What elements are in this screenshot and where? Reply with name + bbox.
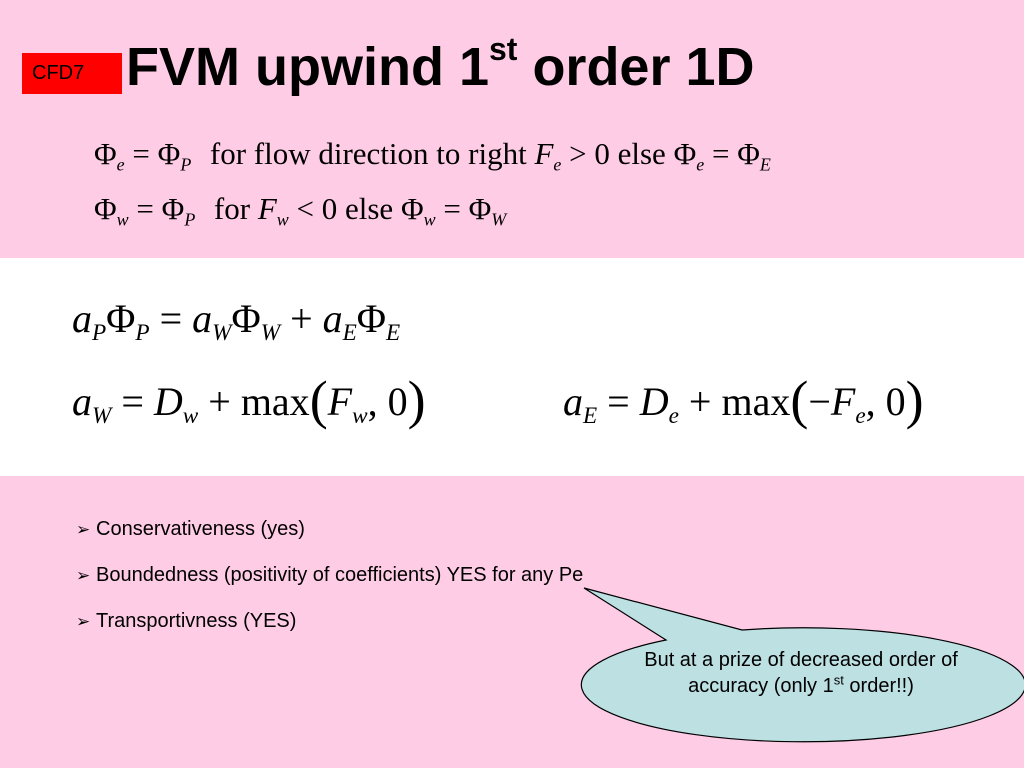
equation-west-face: Φw = ΦP for Fw < 0 else Φw = ΦW [94,191,507,230]
list-item: ➢Boundedness (positivity of coefficients… [76,564,584,586]
equation-discretized: aPΦP = aWΦW + aEΦE [72,296,401,347]
property-list: ➢Conservativeness (yes) ➢Boundedness (po… [76,518,583,656]
slide-number-badge: CFD7 [22,53,122,94]
list-item: ➢Transportivness (YES) [76,610,297,632]
equation-east-face: Φe = ΦP for flow direction to right Fe >… [94,136,771,175]
callout-text: But at a prize of decreased order of acc… [644,649,958,697]
slide-title: FVM upwind 1st order 1D [126,33,755,97]
title-main: FVM upwind 1 [126,37,489,97]
arrow-bullet-icon: ➢ [76,612,91,631]
title-superscript: st [488,31,518,67]
equation-coefficient-east: aE = De + max(−Fe, 0) [563,370,924,430]
arrow-bullet-icon: ➢ [76,566,91,585]
arrow-bullet-icon: ➢ [76,520,91,539]
equation-coefficient-west: aW = Dw + max(Fw, 0) [72,370,426,430]
equation-band [0,258,1024,476]
list-item: ➢Conservativeness (yes) [76,518,305,540]
title-rest: order 1D [517,37,755,97]
